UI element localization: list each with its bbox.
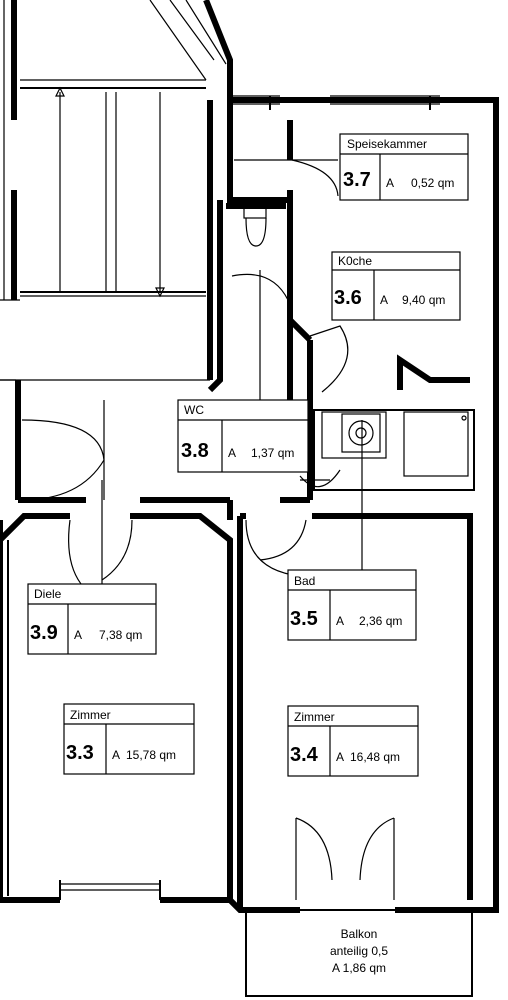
room-area: 15,78 qm — [126, 748, 176, 762]
room-number: 3.5 — [290, 608, 318, 630]
room-area: 1,37 qm — [251, 446, 294, 460]
room-area: 9,40 qm — [402, 293, 445, 307]
room-area-prefix: A — [386, 176, 394, 190]
room-name: Zimmer — [294, 710, 335, 724]
stairwell — [0, 0, 233, 381]
room-label-speisekammer: Speisekammer 3.7 A 0,52 qm — [339, 133, 469, 201]
window-zimmer-33 — [59, 880, 161, 900]
room-area-prefix: A — [336, 750, 344, 764]
room-name: Bad — [294, 574, 315, 588]
room-area: 0,52 qm — [411, 176, 454, 190]
room-number: 3.6 — [334, 287, 362, 309]
balcony-label: Balkon anteilig 0,5 A 1,86 qm — [330, 927, 388, 975]
wc-toilet — [243, 205, 267, 247]
kitchen-counter — [313, 409, 475, 491]
doors — [21, 159, 395, 900]
room-label-zimmer-33: Zimmer 3.3 A 15,78 qm — [63, 703, 195, 775]
room-number: 3.3 — [66, 742, 94, 764]
room-name: Diele — [34, 587, 62, 601]
room-label-kueche: K0che 3.6 A 9,40 qm — [331, 251, 461, 321]
interior-walls — [0, 100, 473, 910]
room-area-prefix: A — [74, 628, 82, 642]
room-label-zimmer-34: Zimmer 3.4 A 16,48 qm — [287, 705, 419, 777]
room-label-bad: Bad 3.5 A 2,36 qm — [287, 569, 417, 641]
room-area-prefix: A — [336, 614, 344, 628]
room-area-prefix: A — [112, 748, 120, 762]
room-number: 3.9 — [30, 622, 58, 644]
room-area-prefix: A — [380, 293, 388, 307]
room-area: 2,36 qm — [359, 614, 402, 628]
balcony-area: A 1,86 qm — [332, 961, 386, 975]
balcony-title: Balkon — [341, 927, 378, 941]
room-name: Speisekammer — [347, 137, 427, 151]
room-name: Zimmer — [70, 708, 111, 722]
room-number: 3.8 — [181, 440, 209, 462]
room-area-prefix: A — [228, 446, 236, 460]
room-number: 3.4 — [290, 744, 319, 766]
room-name: K0che — [338, 254, 372, 268]
room-name: WC — [184, 403, 204, 417]
room-label-diele: Diele 3.9 A 7,38 qm — [27, 583, 157, 655]
balcony — [245, 909, 473, 997]
room-area: 16,48 qm — [350, 750, 400, 764]
room-label-wc: WC 3.8 A 1,37 qm — [177, 399, 309, 473]
room-area: 7,38 qm — [99, 628, 142, 642]
balcony-share: anteilig 0,5 — [330, 944, 388, 958]
room-number: 3.7 — [343, 169, 371, 191]
